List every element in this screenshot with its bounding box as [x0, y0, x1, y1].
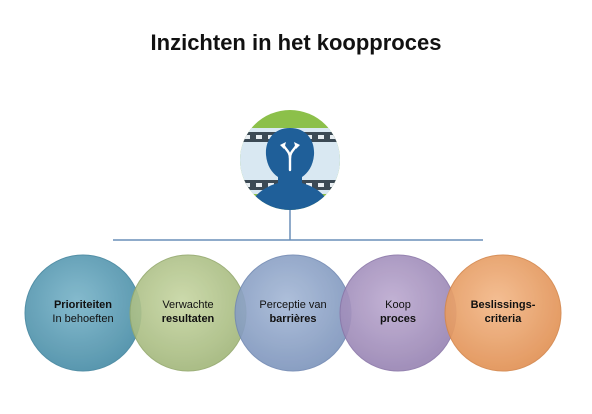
circle-koopproces — [339, 254, 457, 372]
circle-verwachte-resultaten — [129, 254, 247, 372]
circle-beslissingscriteria — [444, 254, 562, 372]
circle-prioriteiten — [24, 254, 142, 372]
circle-perceptie — [234, 254, 352, 372]
page-title: Inzichten in het koopproces — [150, 30, 442, 55]
person-split-arrow-icon — [240, 110, 340, 210]
